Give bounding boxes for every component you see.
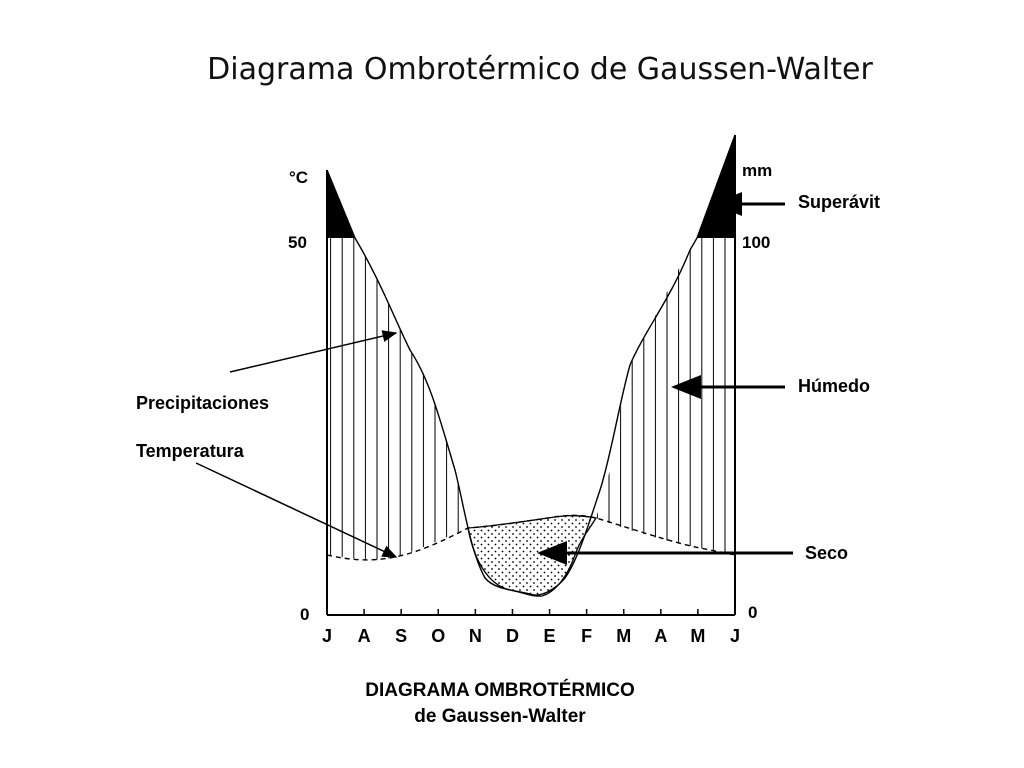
temperature-curve [326,514,736,561]
slide-title: Diagrama Ombrotérmico de Gaussen-Walter [207,52,873,87]
humid-area [327,238,468,560]
humid-area-right [596,238,735,555]
left-tick-0: 0 [300,605,309,624]
label-precipitaciones: Precipitaciones [136,393,269,413]
month-label-2: S [395,626,407,646]
diagram-caption-line1: DIAGRAMA OMBROTÉRMICO [365,680,635,701]
month-label-10: M [690,626,705,646]
arrow-temperatura [195,462,398,558]
precipitation-curve [326,134,736,596]
month-label-4: N [469,626,482,646]
month-label-8: M [616,626,631,646]
month-label-0: J [322,626,332,646]
month-label-3: O [431,626,445,646]
label-humedo: Húmedo [798,376,870,396]
right-tick-0: 0 [748,603,757,622]
arrow-precipitaciones [229,330,398,373]
month-label-7: F [581,626,592,646]
month-label-9: A [654,626,667,646]
right-tick-100: 100 [742,233,770,252]
diagram-caption-line2: de Gaussen-Walter [414,706,586,727]
label-superavit: Superávit [798,192,880,212]
month-label-1: A [358,626,371,646]
label-seco: Seco [805,543,848,563]
x-axis-ticks [363,609,699,615]
left-axis-unit: °C [289,168,308,187]
right-axis-unit: mm [742,161,772,180]
left-tick-50: 50 [288,233,307,252]
month-label-5: D [506,626,519,646]
label-temperatura: Temperatura [136,441,245,461]
month-label-6: E [544,626,556,646]
month-label-11: J [730,626,740,646]
